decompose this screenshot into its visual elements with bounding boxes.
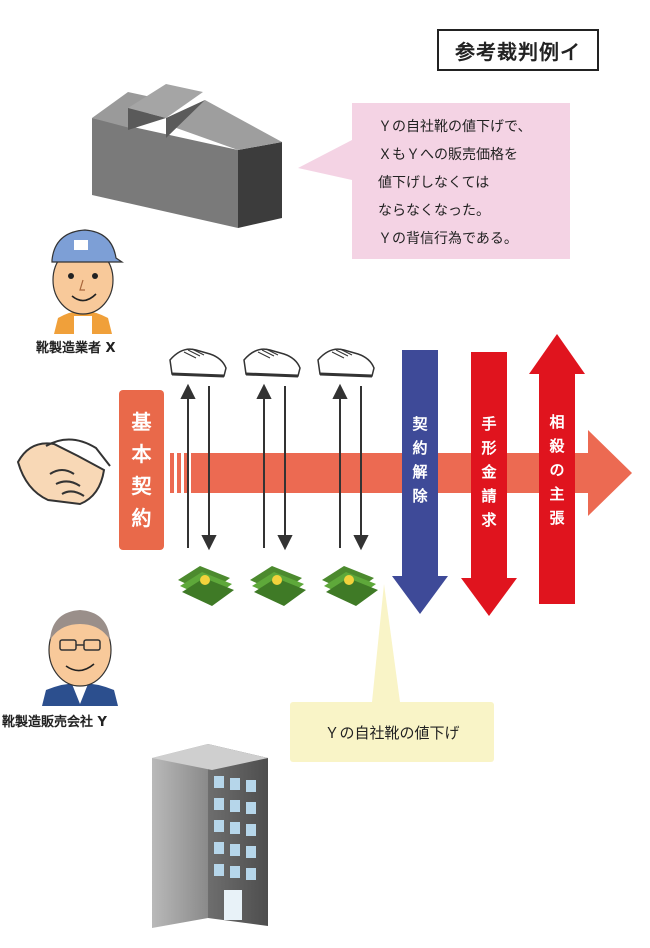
worker-x-icon — [51, 229, 124, 334]
setoff-label: 相 殺 の 主 張 — [539, 410, 575, 530]
label-char: 金 — [481, 463, 497, 481]
contract-label: 基 本 契 約 — [119, 390, 164, 550]
label-char: 張 — [549, 509, 565, 527]
office-building-icon — [152, 744, 268, 928]
shoe-icon — [317, 348, 375, 378]
contract-char: 本 — [131, 442, 152, 466]
label-char: 除 — [412, 487, 428, 505]
contract-char: 約 — [131, 506, 152, 530]
shoe-icon — [243, 348, 301, 378]
label-char: 手 — [481, 415, 497, 433]
speech-line: 値下げしなくては — [378, 175, 490, 191]
termination-label: 契 約 解 除 — [402, 412, 438, 508]
contract-char: 基 — [131, 410, 152, 434]
speech-bubble-y: Ｙの自社靴の値下げ — [290, 702, 494, 762]
speech-tail-x — [298, 140, 352, 180]
money-icon — [250, 566, 306, 606]
label-char: 殺 — [549, 437, 565, 455]
case-title: 参考裁判例イ — [437, 29, 599, 71]
factory-icon — [92, 84, 282, 228]
label-char: 形 — [481, 439, 497, 457]
label-char: 求 — [481, 511, 497, 529]
label-char: 相 — [549, 413, 565, 431]
speech-line: ならなくなった。 — [378, 203, 490, 219]
label-char: 約 — [412, 439, 428, 457]
exchange-arrows — [180, 383, 369, 551]
setoff-arrow — [529, 334, 585, 604]
manager-y-icon — [42, 610, 118, 706]
label-char: 主 — [549, 485, 565, 503]
party-x-label: 靴製造業者 X — [36, 341, 116, 356]
bill-claim-label: 手 形 金 請 求 — [471, 412, 507, 532]
speech-bubble-x: Ｙの自社靴の値下げで、 ＸもＹへの販売価格を 値下げしなくては ならなくなった。… — [352, 103, 570, 259]
speech-line: Ｙの自社靴の値下げで、 — [378, 119, 532, 135]
label-char: 契 — [412, 415, 428, 433]
label-char: 解 — [412, 463, 428, 481]
handshake-icon — [16, 438, 111, 506]
contract-arrow — [170, 430, 632, 516]
bill-claim-arrow — [461, 352, 517, 616]
money-icon — [178, 566, 234, 606]
money-icon — [322, 566, 378, 606]
label-char: の — [549, 461, 565, 479]
termination-arrow — [392, 350, 448, 614]
contract-char: 契 — [131, 474, 152, 498]
shoe-icon — [169, 348, 227, 378]
speech-line: ＸもＹへの販売価格を — [378, 147, 518, 163]
party-y-label: 靴製造販売会社 Y — [2, 715, 107, 730]
speech-line: Ｙの背信行為である。 — [378, 231, 518, 247]
speech-tail-y — [372, 584, 400, 702]
label-char: 請 — [481, 487, 497, 505]
